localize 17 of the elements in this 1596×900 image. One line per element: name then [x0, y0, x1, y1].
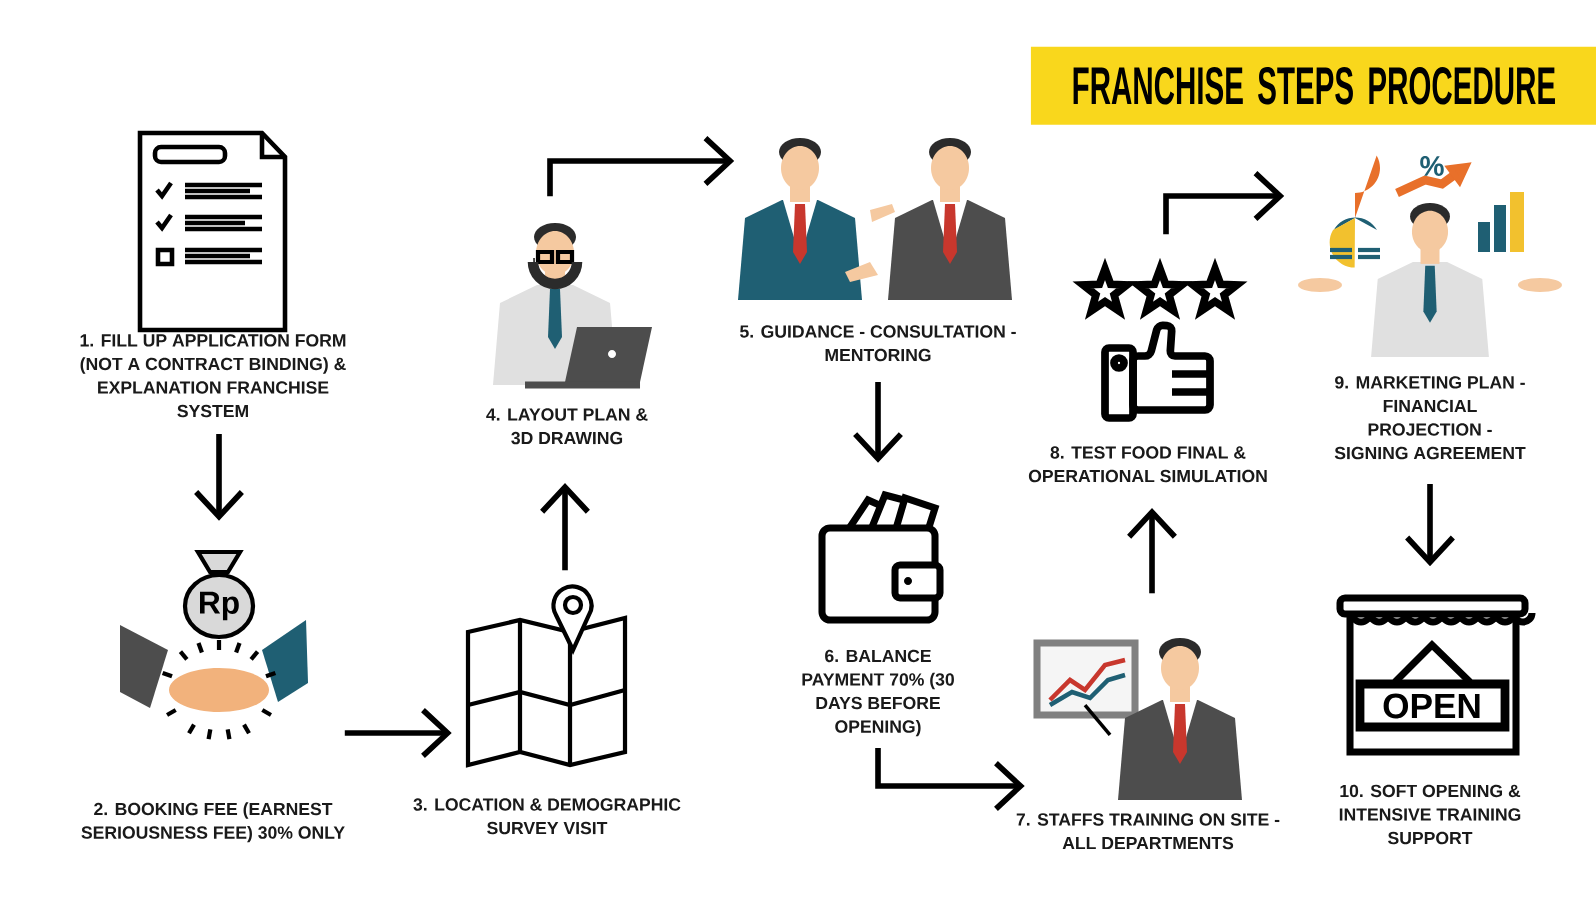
- arrow: [344, 708, 452, 758]
- step-label: 3. LOCATION & DEMOGRAPHIC SURVEY VISIT: [413, 798, 681, 835]
- step-label: 9. MARKETING PLAN - FINANCIAL PROJECTION - SIGNING AGREEMENT: [1334, 376, 1526, 460]
- title-banner: FRANCHISE STEPS PROCEDURE: [1030, 46, 1596, 125]
- step-label: 6. BALANCE PAYMENT 70% (30 DAYS BEFORE OPENING): [802, 649, 954, 737]
- arrow: [547, 136, 735, 197]
- bag-label: Rp: [200, 591, 239, 621]
- step-label: 2. BOOKING FEE (EARNEST SERIOUSNESS FEE) 30% ONLY: [81, 802, 345, 843]
- step-label: 8. TEST FOOD FINAL & OPERATIONAL SIMULATION: [1028, 446, 1267, 483]
- step-label: 7. STAFFS TRAINING ON SITE - ALL DEPARTMENTS: [1016, 813, 1280, 850]
- step-label: 4. LAYOUT PLAN & 3D DRAWING: [486, 408, 648, 445]
- arrow: [1163, 171, 1285, 235]
- step-label: 5. GUIDANCE - CONSULTATION - MENTORING: [740, 325, 1016, 362]
- arrow: [875, 748, 1025, 811]
- percent-sign: %: [1420, 156, 1444, 176]
- step-label: 10. SOFT OPENING & INTENSIVE TRAINING SUPPORT: [1339, 784, 1521, 845]
- step-label: 1. FILL UP APPLICATION FORM (NOT A CONTRACT BINDING) & EXPLANATION FRANCHISE SYSTEM: [80, 334, 346, 418]
